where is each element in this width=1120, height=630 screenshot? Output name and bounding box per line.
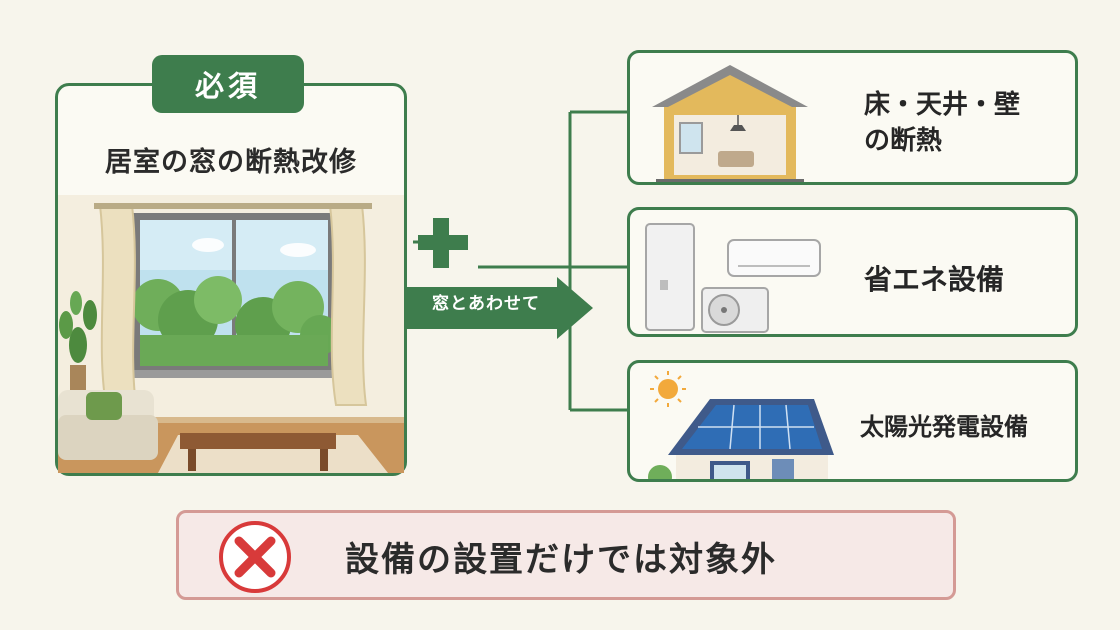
solar-house-icon — [648, 371, 834, 479]
option-card-solar: 太陽光発電設備 — [627, 360, 1078, 482]
connector-lines — [478, 110, 627, 412]
option-label-solar: 太陽光発電設備 — [860, 413, 1028, 441]
arrow-label: 窓とあわせて — [432, 294, 540, 314]
room-window-illustration — [58, 195, 404, 477]
plus-icon — [413, 218, 468, 268]
option-label-equipment: 省エネ設備 — [864, 263, 1005, 296]
option-card-equipment: 省エネ設備 — [627, 207, 1078, 337]
required-badge: 必須 — [152, 55, 304, 113]
note-box — [176, 510, 956, 600]
option-card-insulation: 床・天井・壁 の断熱 — [627, 50, 1078, 185]
arrow-icon — [407, 277, 593, 339]
equipment-icon — [645, 223, 821, 333]
cross-icon — [219, 521, 291, 593]
note-text: 設備の設置だけでは対象外 — [345, 540, 777, 580]
option-label-insulation-line2: の断熱 — [864, 126, 943, 156]
required-title: 居室の窓の断熱改修 — [105, 147, 357, 178]
option-label-insulation-line1: 床・天井・壁 — [864, 90, 1021, 120]
house-insulation-icon — [652, 65, 808, 182]
